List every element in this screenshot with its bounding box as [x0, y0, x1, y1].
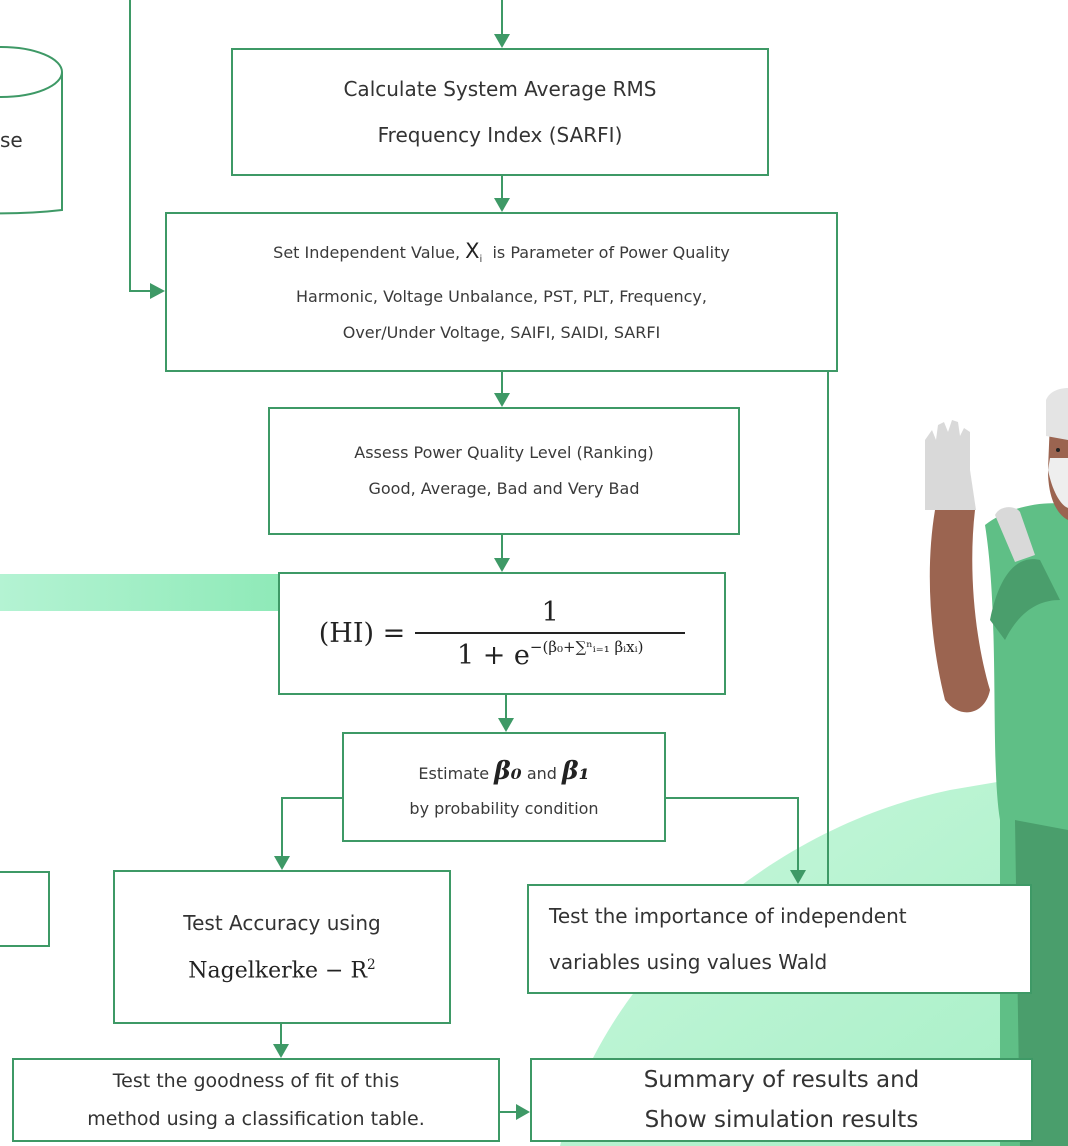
- assess-line1: Assess Power Quality Level (Ranking): [354, 443, 654, 462]
- test-importance-box: Test the importance of independent varia…: [527, 884, 1032, 994]
- estimate-and: and: [526, 763, 557, 783]
- accuracy-nagelkerke: Nagelkerke − R: [188, 958, 368, 984]
- goodness-line1: Test the goodness of fit of this: [112, 1070, 400, 1092]
- beta0-symbol: β₀: [494, 755, 522, 785]
- formula-fraction: 1 1 + e−(β₀+∑ⁿᵢ₌₁ βᵢxᵢ): [415, 596, 686, 671]
- assess-power-quality-box: Assess Power Quality Level (Ranking) Goo…: [268, 407, 740, 535]
- estimate-beta-box: Estimate β₀ and β₁ by probability condit…: [342, 732, 666, 842]
- formula-lhs: (HI) =: [318, 618, 406, 649]
- summary-line2: Show simulation results: [644, 1107, 919, 1133]
- formula-denominator: 1 + e: [456, 639, 530, 671]
- estimate-line2: by probability condition: [409, 798, 599, 818]
- importance-line2: variables using values Wald: [549, 950, 828, 974]
- beta1-symbol: β₁: [562, 755, 590, 785]
- calculate-sarfi-box: Calculate System Average RMS Frequency I…: [231, 48, 769, 176]
- set-independent-line2: Harmonic, Voltage Unbalance, PST, PLT, F…: [296, 286, 707, 306]
- set-independent-prefix: Set Independent Value,: [273, 243, 466, 263]
- importance-line1: Test the importance of independent: [549, 904, 907, 928]
- set-independent-suffix: is Parameter of Power Quality: [482, 243, 730, 263]
- summary-line1: Summary of results and: [643, 1067, 920, 1093]
- set-independent-line3: Over/Under Voltage, SAIFI, SAIDI, SARFI: [342, 322, 661, 342]
- health-index-formula-box: (HI) = 1 1 + e−(β₀+∑ⁿᵢ₌₁ βᵢxᵢ): [278, 572, 726, 695]
- database-cylinder: [0, 46, 63, 215]
- set-independent-value-box: Set Independent Value, Xi is Parameter o…: [165, 212, 838, 372]
- estimate-label: Estimate: [418, 763, 490, 783]
- accuracy-line1: Test Accuracy using: [183, 910, 381, 935]
- formula-denominator-wrap: 1 + e−(β₀+∑ⁿᵢ₌₁ βᵢxᵢ): [457, 634, 644, 671]
- sarfi-line2: Frequency Index (SARFI): [377, 123, 623, 147]
- accuracy-line2: Nagelkerke − R2: [188, 944, 375, 992]
- sarfi-line1: Calculate System Average RMS: [343, 77, 657, 101]
- goodness-line2: method using a classification table.: [87, 1108, 425, 1130]
- estimate-line1: Estimate β₀ and β₁: [418, 751, 589, 794]
- partial-box-left: [0, 871, 50, 947]
- database-label: se: [0, 128, 23, 152]
- variable-subscript: i: [479, 254, 483, 266]
- formula-exponent: −(β₀+∑ⁿᵢ₌₁ βᵢxᵢ): [529, 637, 644, 656]
- test-goodness-box: Test the goodness of fit of this method …: [12, 1058, 500, 1142]
- formula-numerator: 1: [541, 596, 559, 628]
- test-accuracy-box: Test Accuracy using Nagelkerke − R2: [113, 870, 451, 1024]
- formula-fraction-bar: [415, 631, 686, 634]
- connectors: [129, 0, 829, 1113]
- accuracy-sup: 2: [367, 956, 376, 973]
- summary-results-box: Summary of results and Show simulation r…: [530, 1058, 1033, 1142]
- variable-x: X: [465, 239, 480, 264]
- set-independent-line1: Set Independent Value, Xi is Parameter o…: [273, 233, 730, 278]
- green-band: [0, 574, 300, 611]
- assess-line2: Good, Average, Bad and Very Bad: [368, 479, 640, 498]
